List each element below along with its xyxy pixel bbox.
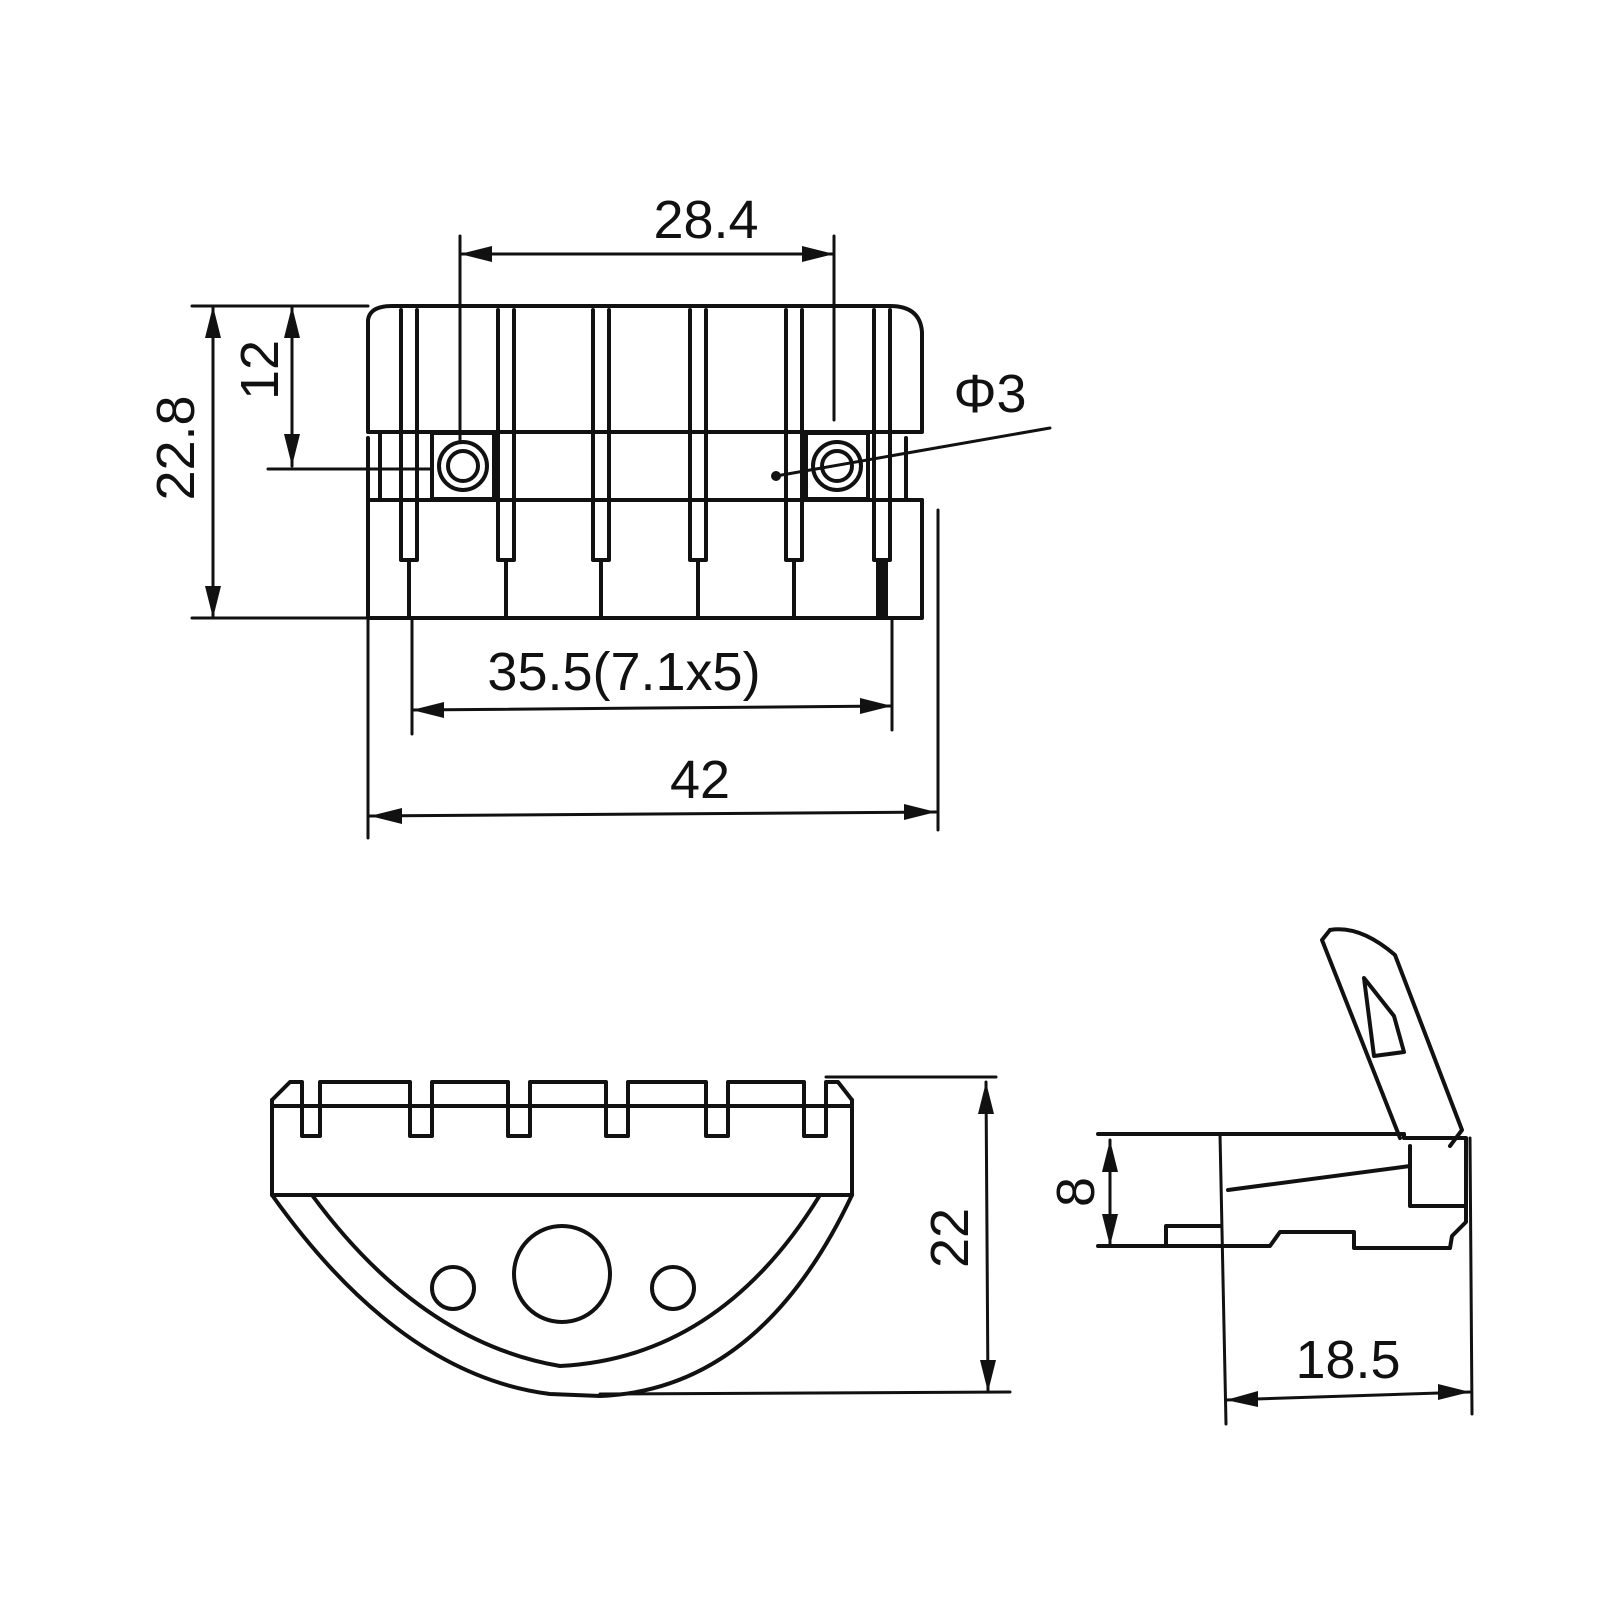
dimension-28-4: 28.4 (458, 190, 836, 444)
front-view-body (270, 1098, 854, 1197)
slot-3 (591, 308, 611, 562)
dimension-8: 8 (1046, 1138, 1118, 1248)
top-view-upper-outline (366, 304, 924, 432)
slot-4 (688, 308, 708, 562)
slot-2 (496, 308, 516, 562)
dimension-label-8: 8 (1046, 1177, 1106, 1207)
front-view: 22 (270, 1075, 1012, 1398)
front-view-right-hole (650, 1265, 696, 1311)
front-view-left-hole (430, 1265, 476, 1311)
string-slots (399, 308, 892, 620)
dimension-12: 12 (230, 304, 432, 471)
front-view-center-hole (512, 1224, 612, 1324)
side-view-string-slot (1226, 1164, 1412, 1192)
dimension-label-22: 22 (920, 1208, 980, 1268)
dimension-label-12: 12 (230, 340, 290, 400)
front-view-outer-curve (270, 1193, 854, 1398)
mounting-hole-right (804, 431, 870, 501)
dimension-label-35-5: 35.5(7.1x5) (487, 642, 760, 702)
dimension-22: 22 (824, 1075, 998, 1394)
dimension-hole-diameter: Φ3 (771, 364, 1052, 481)
slot-5 (784, 308, 804, 562)
dimension-18-5: 18.5 (1218, 1132, 1474, 1426)
dimension-label-18-5: 18.5 (1295, 1330, 1400, 1390)
dimension-22-8: 22.8 (146, 304, 370, 620)
side-view-arm-detail (1362, 976, 1406, 1058)
dimension-label-42: 42 (670, 750, 730, 810)
dimension-label-28-4: 28.4 (653, 190, 758, 250)
top-view: 28.4 22.8 12 Φ3 (146, 190, 1052, 840)
dimension-label-22-8: 22.8 (146, 395, 206, 500)
side-view-arm-outer (1328, 927, 1464, 1148)
front-view-notched-top (270, 1080, 854, 1138)
slot-1 (399, 308, 419, 562)
mounting-hole-left (430, 431, 496, 501)
dimension-35-5: 35.5(7.1x5) (410, 616, 894, 736)
front-view-inner-curve (310, 1193, 822, 1368)
dimension-42: 42 (366, 508, 940, 840)
side-view-arm-inner (1320, 928, 1402, 1140)
dimension-label-phi-3: Φ3 (953, 364, 1026, 424)
slot-6 (872, 308, 892, 562)
side-view-base (1096, 1132, 1468, 1250)
side-view: 8 18.5 (1046, 927, 1474, 1426)
